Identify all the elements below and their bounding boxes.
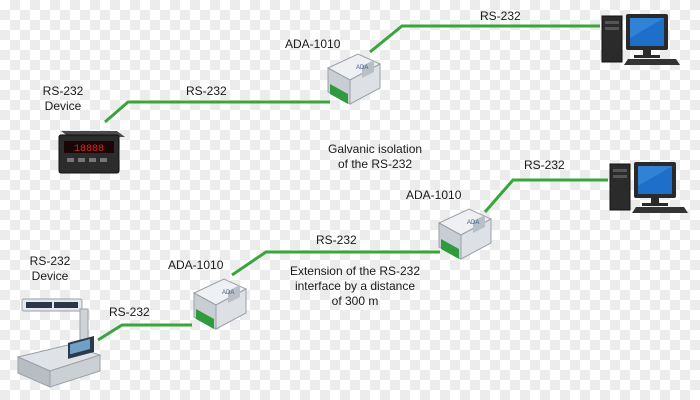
panel-meter-icon: 18888	[58, 131, 125, 174]
converter-right-brand: ADA	[467, 220, 479, 226]
label-rs232-top: RS-232	[480, 9, 521, 23]
label-extension-line3: of 300 m	[331, 294, 379, 308]
label-extension-line2: interface by a distance	[294, 279, 416, 293]
label-extension: Extension of the RS-232 interface by a d…	[280, 264, 430, 309]
label-extension-line1: Extension of the RS-232	[289, 264, 421, 278]
label-device2-line1: RS-232	[29, 254, 71, 268]
label-ada1010-top: ADA-1010	[285, 37, 341, 51]
label-galvanic-isolation: Galvanic isolation of the RS-232	[328, 142, 422, 172]
desktop-computer-right-icon	[609, 162, 688, 213]
label-galvanic-line1: Galvanic isolation	[328, 142, 423, 156]
converter-right-icon: ADA	[437, 208, 493, 260]
converter-top-brand: ADA	[356, 65, 368, 71]
cable-converter3-to-converter2	[231, 250, 440, 277]
label-ada1010-right: ADA-1010	[406, 188, 462, 202]
cable-converter1-to-pc1	[369, 24, 600, 54]
converter-bottom-brand: ADA	[222, 290, 234, 296]
label-ada1010-bottom: ADA-1010	[168, 258, 224, 272]
label-device1: RS-232 Device	[40, 84, 86, 114]
cable-converter2-to-pc2	[483, 178, 608, 213]
label-device1-line2: Device	[44, 99, 82, 113]
label-device2-line2: Device	[31, 269, 69, 283]
label-rs232-bottom-left: RS-232	[109, 305, 150, 319]
label-device1-line1: RS-232	[42, 84, 84, 98]
desktop-computer-top-icon	[601, 14, 680, 65]
cable-device1-to-converter1	[104, 100, 330, 124]
label-device2: RS-232 Device	[27, 254, 73, 284]
label-rs232-bottom-mid: RS-232	[316, 233, 357, 247]
label-rs232-mid-left: RS-232	[186, 84, 227, 98]
label-rs232-right: RS-232	[524, 158, 565, 172]
converter-bottom-icon: ADA	[192, 278, 248, 330]
panel-meter-display: 18888	[74, 144, 104, 155]
cable-scale-to-converter3	[97, 323, 192, 342]
converter-top-icon: ADA	[326, 53, 382, 105]
weighing-scale-icon	[16, 298, 102, 388]
label-galvanic-line2: of the RS-232	[338, 157, 413, 171]
